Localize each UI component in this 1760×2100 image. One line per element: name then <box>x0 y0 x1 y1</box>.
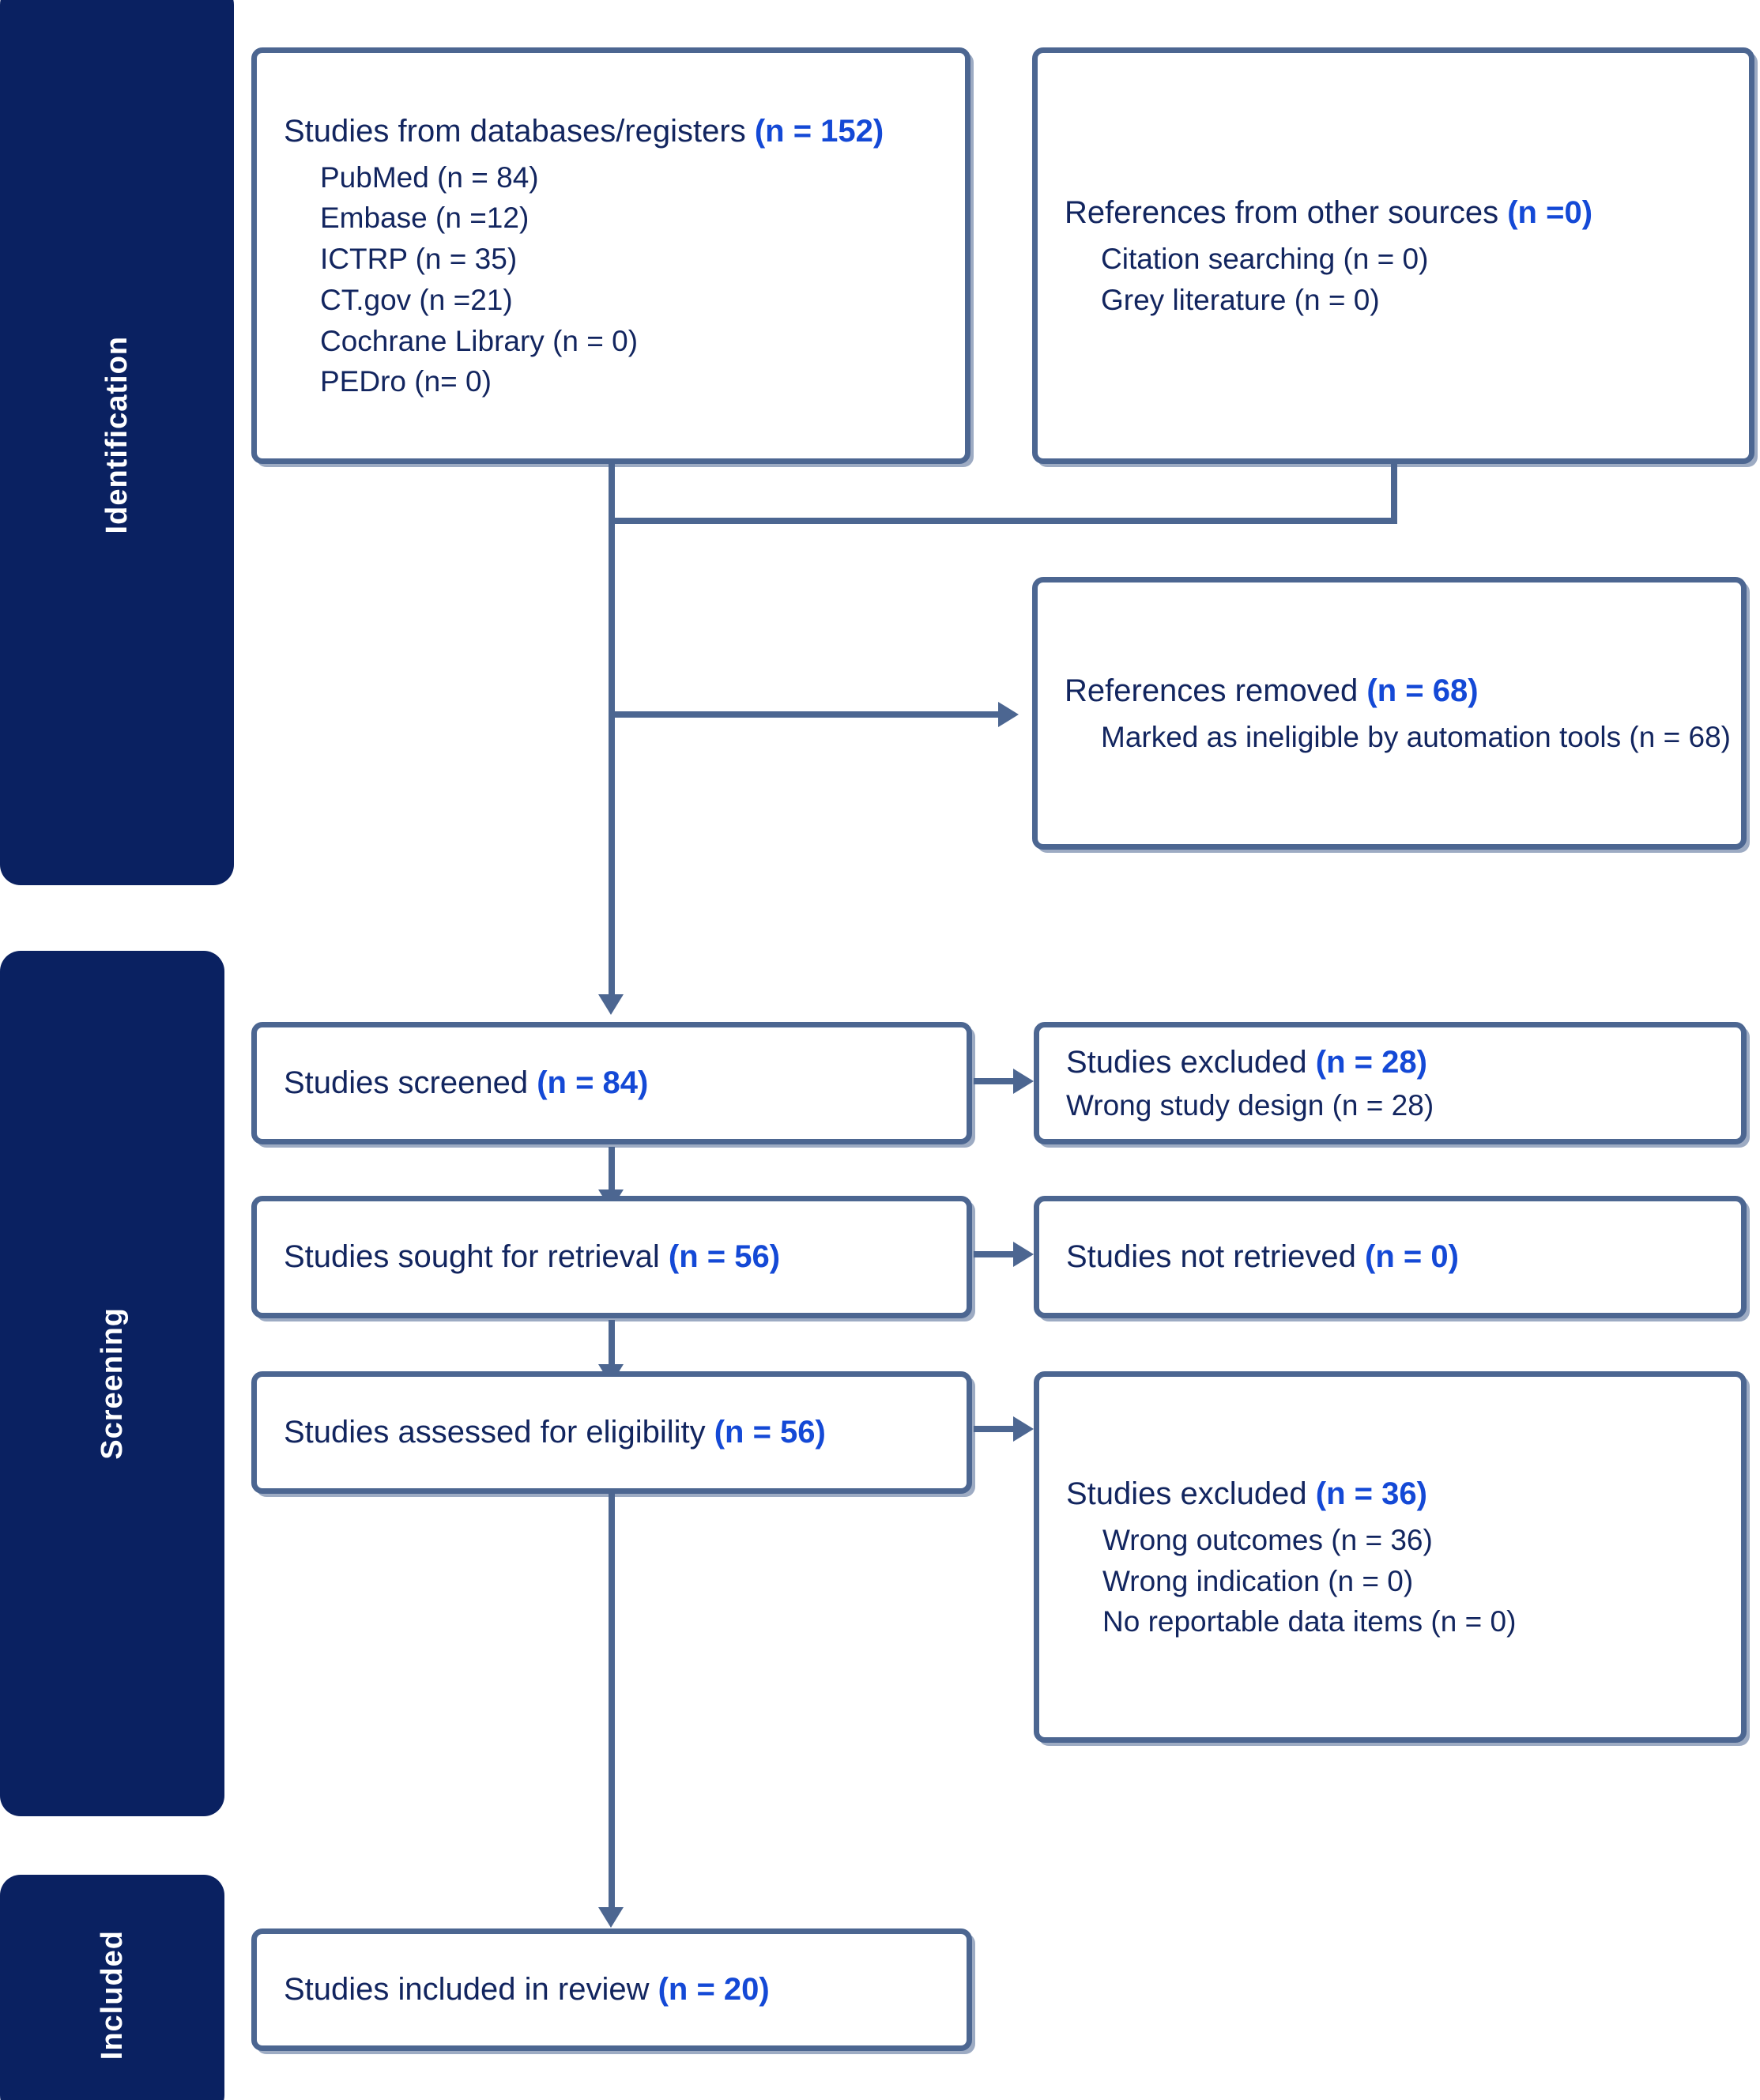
connector-assessed-to-included <box>609 1494 615 1913</box>
node-title-text: References from other sources <box>1065 195 1508 231</box>
node-title-text: Studies excluded <box>1066 1476 1316 1511</box>
node-studies-screened[interactable]: Studies screened (n = 84) <box>251 1022 972 1144</box>
phase-bar-screening: Screening <box>0 951 224 1816</box>
node-body: References removed (n = 68) Marked as in… <box>1038 669 1741 758</box>
node-title-text: Studies sought for retrieval <box>284 1239 669 1275</box>
arrow-into-included-review <box>598 1907 624 1928</box>
node-title-text: Studies excluded <box>1066 1044 1316 1080</box>
list-item: No reportable data items (n = 0) <box>1102 1605 1517 1638</box>
node-body: Studies included in review (n = 20) <box>257 1967 967 2012</box>
node-item-list: PubMed (n = 84) Embase (n =12) ICTRP (n … <box>284 157 938 403</box>
node-body: References from other sources (n =0) Cit… <box>1038 190 1749 320</box>
list-item: Embase (n =12) <box>320 202 530 235</box>
list-item: Marked as ineligible by automation tools… <box>1101 721 1731 753</box>
node-title: Studies assessed for eligibility (n = 56… <box>284 1410 940 1455</box>
connector-sought-to-not-retrieved <box>974 1251 1015 1257</box>
list-item: PubMed (n = 84) <box>320 160 539 194</box>
node-studies-from-databases[interactable]: Studies from databases/registers (n = 15… <box>251 47 970 464</box>
node-references-other-sources[interactable]: References from other sources (n =0) Cit… <box>1032 47 1754 464</box>
node-title-count: (n = 152) <box>754 113 884 149</box>
node-title: Studies included in review (n = 20) <box>284 1967 940 2012</box>
node-body: Studies excluded (n = 36) Wrong outcomes… <box>1039 1472 1741 1642</box>
arrow-into-references-removed <box>998 702 1019 727</box>
node-title: Studies from databases/registers (n = 15… <box>284 109 938 154</box>
node-title-count: (n = 56) <box>714 1415 826 1450</box>
node-title-text: Studies from databases/registers <box>284 113 755 149</box>
node-title-count: (n = 0) <box>1365 1239 1459 1275</box>
node-title-text: References removed <box>1065 673 1367 709</box>
connector-to-references-removed <box>609 711 1000 718</box>
list-item: Citation searching (n = 0) <box>1101 243 1429 276</box>
phase-bar-identification: Identification <box>0 0 234 885</box>
node-body: Studies excluded (n = 28) Wrong study de… <box>1039 1040 1741 1126</box>
node-studies-sought-retrieval[interactable]: Studies sought for retrieval (n = 56) <box>251 1196 972 1318</box>
node-item-list: Citation searching (n = 0) Grey literatu… <box>1065 239 1722 321</box>
arrow-into-excluded-screen <box>1013 1069 1034 1094</box>
node-studies-excluded-screening[interactable]: Studies excluded (n = 28) Wrong study de… <box>1034 1022 1747 1144</box>
connector-main-spine-top <box>609 462 615 1000</box>
list-item: ICTRP (n = 35) <box>320 243 518 276</box>
node-title-count: (n = 28) <box>1315 1044 1427 1080</box>
phase-bar-included: Included <box>0 1875 224 2100</box>
node-references-removed[interactable]: References removed (n = 68) Marked as in… <box>1032 577 1747 850</box>
node-studies-excluded-eligibility[interactable]: Studies excluded (n = 36) Wrong outcomes… <box>1034 1371 1747 1743</box>
connector-sought-to-assessed <box>609 1320 615 1369</box>
list-item: Wrong outcomes (n = 36) <box>1102 1523 1433 1556</box>
node-title-count: (n =0) <box>1507 195 1593 231</box>
arrow-into-excluded-eligibility <box>1013 1416 1034 1442</box>
node-body: Studies from databases/registers (n = 15… <box>257 109 965 403</box>
node-title-count: (n = 68) <box>1366 673 1479 709</box>
node-title: References removed (n = 68) <box>1065 669 1714 714</box>
connector-merge-horizontal <box>609 518 1397 524</box>
node-title-count: (n = 84) <box>537 1065 649 1101</box>
phase-label-screening: Screening <box>95 1307 129 1460</box>
node-subline: Wrong study design (n = 28) <box>1066 1088 1434 1122</box>
connector-other-sources-down <box>1391 462 1397 523</box>
node-item-list: Wrong outcomes (n = 36) Wrong indication… <box>1066 1520 1714 1642</box>
node-item-list: Marked as ineligible by automation tools… <box>1065 717 1731 758</box>
node-title: Studies sought for retrieval (n = 56) <box>284 1235 940 1280</box>
node-body: Studies not retrieved (n = 0) <box>1039 1235 1741 1280</box>
node-body: Studies sought for retrieval (n = 56) <box>257 1235 967 1280</box>
node-title-count: (n = 56) <box>668 1239 781 1275</box>
node-studies-included-review[interactable]: Studies included in review (n = 20) <box>251 1928 972 2051</box>
list-item: Grey literature (n = 0) <box>1101 283 1380 316</box>
node-title: Studies screened (n = 84) <box>284 1061 940 1106</box>
node-studies-not-retrieved[interactable]: Studies not retrieved (n = 0) <box>1034 1196 1747 1318</box>
node-title: References from other sources (n =0) <box>1065 190 1722 236</box>
connector-assessed-to-excluded <box>974 1426 1015 1432</box>
arrow-into-screened <box>598 994 624 1015</box>
node-title: Studies excluded (n = 28) <box>1066 1040 1714 1085</box>
node-title-text: Studies not retrieved <box>1066 1239 1365 1275</box>
node-body: Studies screened (n = 84) <box>257 1061 967 1106</box>
node-title: Studies not retrieved (n = 0) <box>1066 1235 1714 1280</box>
node-title-text: Studies screened <box>284 1065 537 1101</box>
node-title-text: Studies included in review <box>284 1972 658 2008</box>
node-body: Studies assessed for eligibility (n = 56… <box>257 1410 967 1455</box>
phase-label-identification: Identification <box>100 335 134 534</box>
node-title-count: (n = 36) <box>1315 1476 1427 1511</box>
list-item: PEDro (n= 0) <box>320 365 492 398</box>
node-title-text: Studies assessed for eligibility <box>284 1415 714 1450</box>
connector-screened-to-sought <box>609 1147 615 1194</box>
node-title: Studies excluded (n = 36) <box>1066 1472 1714 1517</box>
list-item: Wrong indication (n = 0) <box>1102 1564 1414 1597</box>
arrow-into-not-retrieved <box>1013 1242 1034 1267</box>
connector-screened-to-excluded <box>974 1078 1015 1084</box>
node-studies-assessed-eligibility[interactable]: Studies assessed for eligibility (n = 56… <box>251 1371 972 1494</box>
node-title-count: (n = 20) <box>658 1972 770 2008</box>
list-item: Cochrane Library (n = 0) <box>320 324 639 357</box>
phase-label-included: Included <box>95 1930 129 2060</box>
list-item: CT.gov (n =21) <box>320 283 513 316</box>
